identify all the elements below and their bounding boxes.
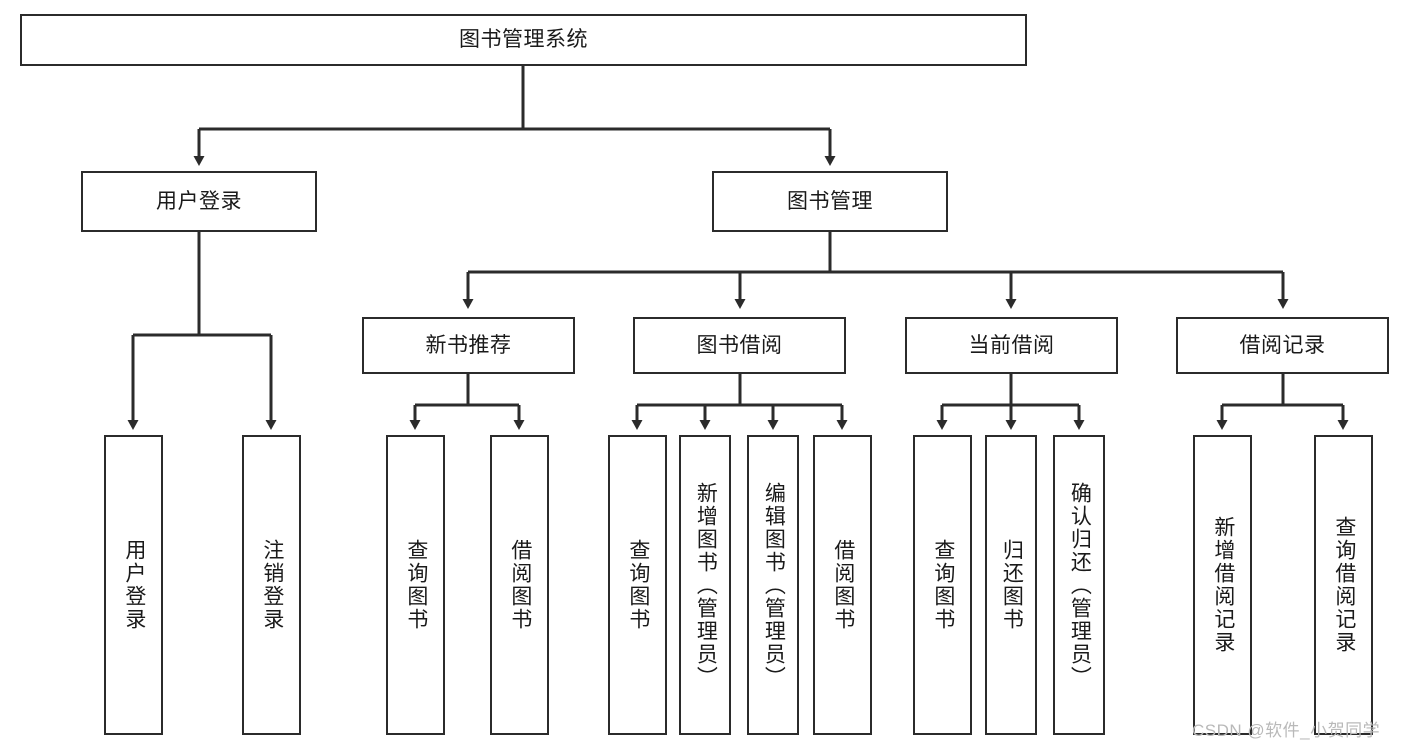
node-label: 借阅记录 [1239,333,1326,357]
node-leaf-book-borrow-borrow[interactable]: 借阅图书 [813,435,872,735]
node-label: 编辑图书（管理员） [762,481,786,689]
node-label: 注销登录 [260,539,284,631]
node-leaf-borrow-record-add[interactable]: 新增借阅记录 [1193,435,1252,735]
node-leaf-user-login-logout[interactable]: 注销登录 [242,435,301,735]
node-label: 当前借阅 [968,333,1055,357]
node-leaf-book-borrow-edit-admin[interactable]: 编辑图书（管理员） [747,435,799,735]
node-book-management[interactable]: 图书管理 [712,171,948,232]
csdn-watermark: CSDN @软件_小贺同学 [1192,721,1381,740]
node-label: 查询借阅记录 [1332,516,1356,654]
node-label: 新增借阅记录 [1211,516,1235,654]
node-leaf-current-borrow-query[interactable]: 查询图书 [913,435,972,735]
node-label: 用户登录 [122,539,146,631]
node-label: 查询图书 [626,539,650,631]
node-label: 用户登录 [156,189,242,213]
node-label: 新书推荐 [425,333,512,357]
node-leaf-user-login-login[interactable]: 用户登录 [104,435,163,735]
node-label: 查询图书 [931,539,955,631]
node-leaf-book-borrow-add-admin[interactable]: 新增图书（管理员） [679,435,731,735]
node-leaf-borrow-record-query[interactable]: 查询借阅记录 [1314,435,1373,735]
node-leaf-book-borrow-query[interactable]: 查询图书 [608,435,667,735]
node-leaf-current-borrow-return[interactable]: 归还图书 [985,435,1037,735]
node-new-book-recommend[interactable]: 新书推荐 [362,317,575,374]
node-label: 确认归还（管理员） [1068,481,1092,689]
node-label: 归还图书 [1000,539,1024,631]
node-label: 借阅图书 [831,539,855,631]
node-label: 查询图书 [404,539,428,631]
node-label: 图书借阅 [696,333,783,357]
node-leaf-new-book-query[interactable]: 查询图书 [386,435,445,735]
node-borrow-record[interactable]: 借阅记录 [1176,317,1389,374]
node-label: 图书管理系统 [459,28,588,52]
node-book-borrow[interactable]: 图书借阅 [633,317,846,374]
node-current-borrow[interactable]: 当前借阅 [905,317,1118,374]
node-leaf-new-book-borrow[interactable]: 借阅图书 [490,435,549,735]
node-label: 新增图书（管理员） [694,481,718,689]
node-root-book-management-system[interactable]: 图书管理系统 [20,14,1027,66]
node-label: 图书管理 [787,189,873,213]
node-user-login[interactable]: 用户登录 [81,171,317,232]
node-label: 借阅图书 [508,539,532,631]
node-leaf-current-borrow-confirm-admin[interactable]: 确认归还（管理员） [1053,435,1105,735]
